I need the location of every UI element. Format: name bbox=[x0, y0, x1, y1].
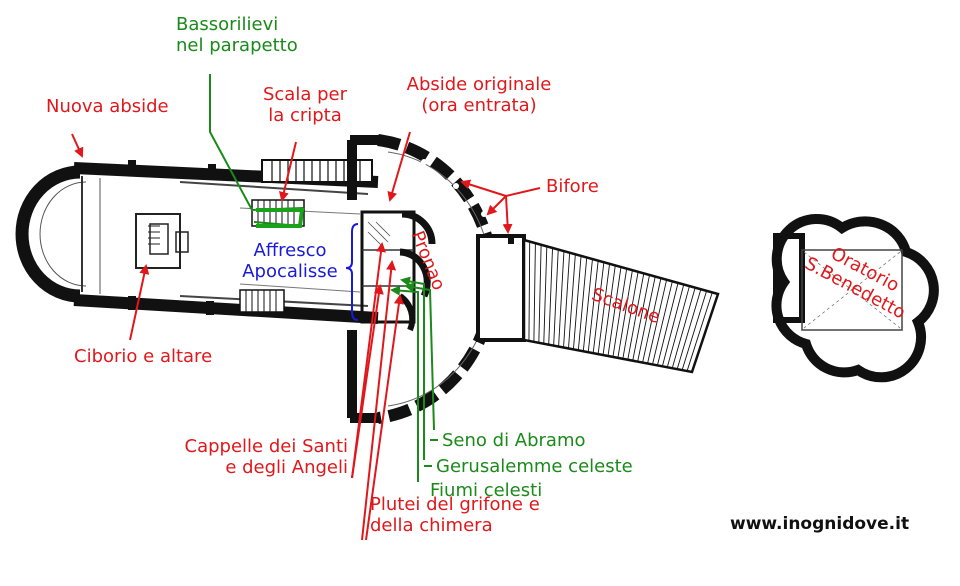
scalone-stair bbox=[476, 234, 720, 374]
crypt-stairs bbox=[239, 159, 373, 313]
stair-tread bbox=[686, 292, 713, 372]
stair-tread bbox=[652, 281, 673, 365]
label-affresco-line2: Apocalisse bbox=[242, 261, 338, 282]
stair-tread bbox=[568, 254, 576, 349]
label-abside-originale: Abside originale (ora entrata) bbox=[398, 74, 560, 116]
stair-tread bbox=[572, 255, 582, 350]
stair-tread bbox=[676, 289, 702, 370]
stair-tread bbox=[528, 241, 531, 341]
stair-tread bbox=[671, 287, 696, 369]
annotation-arrows bbox=[71, 74, 541, 541]
website-credit: www.inognidove.it bbox=[730, 514, 910, 534]
stair-tread bbox=[548, 247, 553, 345]
stair-tread bbox=[637, 276, 656, 362]
stair-tread bbox=[533, 243, 536, 342]
stair-tread bbox=[661, 284, 685, 367]
stair-tread bbox=[617, 270, 633, 358]
label-affresco-line1: Affresco bbox=[253, 240, 327, 261]
label-bassorilievi-line2: nel parapetto bbox=[176, 35, 298, 56]
label-scala-cripta-line2: la cripta bbox=[268, 105, 342, 126]
label-bifore: Bifore bbox=[546, 176, 599, 197]
label-cappelle: Cappelle dei Santi e degli Angeli bbox=[174, 436, 348, 478]
stair-tread bbox=[642, 278, 662, 363]
stair-tread bbox=[538, 244, 542, 343]
label-plutei-line2: della chimera bbox=[370, 515, 493, 536]
stair-tread bbox=[656, 282, 679, 366]
stair-tread bbox=[597, 263, 611, 355]
stair-tread bbox=[582, 259, 593, 352]
nave bbox=[15, 160, 379, 324]
stair-tread bbox=[627, 273, 645, 360]
label-nuova-abside: Nuova abside bbox=[46, 96, 169, 117]
label-fiumi: Fiumi celesti bbox=[430, 480, 543, 501]
stair-tread bbox=[602, 265, 616, 356]
label-cappelle-line1: Cappelle dei Santi bbox=[184, 436, 348, 457]
stair-tread bbox=[563, 252, 571, 348]
label-cappelle-line2: e degli Angeli bbox=[225, 457, 348, 478]
stair-tread bbox=[558, 251, 565, 347]
label-bassorilievi-line1: Bassorilievi bbox=[176, 14, 279, 35]
stair-tread bbox=[666, 285, 690, 368]
label-abside-originale-line1: Abside originale bbox=[406, 74, 552, 95]
stair-tread bbox=[543, 246, 548, 344]
oratorio-building bbox=[771, 214, 939, 383]
label-affresco: Affresco Apocalisse bbox=[238, 240, 342, 282]
label-abside-originale-line2: (ora entrata) bbox=[421, 95, 537, 116]
label-scala-cripta: Scala per la cripta bbox=[258, 84, 352, 126]
stair-tread bbox=[592, 262, 605, 354]
stair-tread bbox=[622, 271, 639, 359]
stair-tread bbox=[647, 279, 668, 364]
label-scala-cripta-line1: Scala per bbox=[262, 84, 347, 105]
label-gerusalemme: Gerusalemme celeste bbox=[436, 456, 633, 477]
label-bassorilievi: Bassorilievi nel parapetto bbox=[176, 14, 298, 56]
label-plutei-line1: Plutei del grifone e bbox=[370, 494, 540, 515]
stair-tread bbox=[612, 268, 628, 358]
stair-tread bbox=[607, 266, 622, 357]
label-seno-abramo: Seno di Abramo bbox=[442, 430, 586, 451]
stair-tread bbox=[587, 260, 599, 353]
stair-tread bbox=[681, 290, 708, 371]
label-ciborio: Ciborio e altare bbox=[74, 346, 213, 367]
stair-tread bbox=[553, 249, 559, 346]
label-plutei: Plutei del grifone e della chimera bbox=[370, 494, 540, 536]
stair-tread bbox=[632, 274, 650, 361]
stair-tread bbox=[577, 257, 588, 351]
